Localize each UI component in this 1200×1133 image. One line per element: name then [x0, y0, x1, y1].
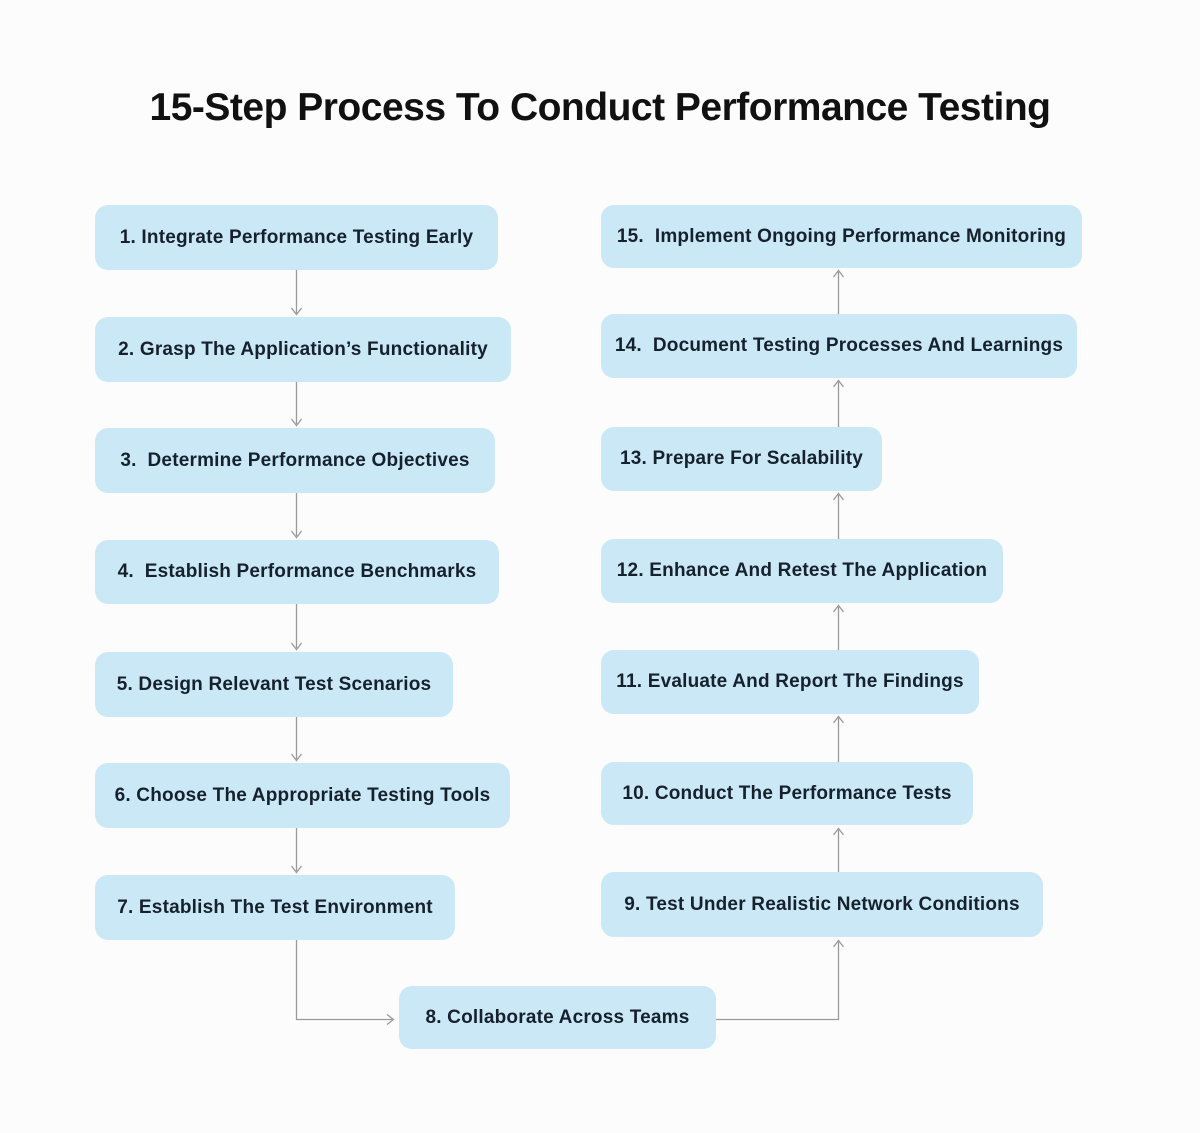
arrow-connector-3-4 [290, 493, 303, 539]
step-box-15: 15. Implement Ongoing Performance Monito… [601, 205, 1082, 268]
arrow-connector-5-6 [290, 717, 303, 762]
step-label-11: 11. Evaluate And Report The Findings [616, 671, 964, 692]
step-label-14: 14. Document Testing Processes And Learn… [614, 335, 1064, 356]
arrow-connector-7-8 [295, 940, 395, 1026]
step-box-5: 5. Design Relevant Test Scenarios [95, 652, 453, 717]
step-box-13: 13. Prepare For Scalability [601, 427, 882, 491]
step-label-12: 12. Enhance And Retest The Application [616, 560, 988, 581]
arrow-connector-13-14 [832, 379, 845, 427]
step-box-2: 2. Grasp The Application’s Functionality [95, 317, 511, 382]
step-box-14: 14. Document Testing Processes And Learn… [601, 314, 1077, 378]
step-label-3: 3. Determine Performance Objectives [120, 449, 470, 471]
arrow-connector-14-15 [832, 269, 845, 314]
step-label-8: 8. Collaborate Across Teams [425, 1006, 690, 1028]
arrow-connector-8-9 [716, 939, 845, 1021]
step-label-5: 5. Design Relevant Test Scenarios [116, 673, 432, 695]
step-box-4: 4. Establish Performance Benchmarks [95, 540, 499, 604]
arrow-connector-6-7 [290, 828, 303, 874]
step-label-6: 6. Choose The Appropriate Testing Tools [114, 784, 491, 806]
arrow-connector-4-5 [290, 604, 303, 651]
step-box-11: 11. Evaluate And Report The Findings [601, 650, 979, 714]
step-label-1: 1. Integrate Performance Testing Early [119, 226, 474, 248]
arrow-connector-12-13 [832, 492, 845, 539]
step-label-13: 13. Prepare For Scalability [619, 448, 863, 469]
step-box-6: 6. Choose The Appropriate Testing Tools [95, 763, 510, 828]
arrow-connector-9-10 [832, 827, 845, 872]
step-label-9: 9. Test Under Realistic Network Conditio… [624, 893, 1020, 915]
step-label-4: 4. Establish Performance Benchmarks [117, 561, 477, 582]
arrow-connector-1-2 [290, 270, 303, 316]
step-label-2: 2. Grasp The Application’s Functionality [118, 338, 488, 360]
step-box-10: 10. Conduct The Performance Tests [601, 762, 973, 825]
page-title: 15-Step Process To Conduct Performance T… [149, 86, 1051, 129]
arrow-connector-2-3 [290, 382, 303, 427]
step-box-8: 8. Collaborate Across Teams [399, 986, 716, 1049]
step-box-3: 3. Determine Performance Objectives [95, 428, 495, 493]
step-box-7: 7. Establish The Test Environment [95, 875, 455, 940]
arrow-connector-11-12 [832, 604, 845, 650]
step-label-7: 7. Establish The Test Environment [117, 896, 433, 918]
step-box-1: 1. Integrate Performance Testing Early [95, 205, 498, 270]
arrow-connector-10-11 [832, 715, 845, 762]
step-label-10: 10. Conduct The Performance Tests [622, 782, 952, 804]
step-label-15: 15. Implement Ongoing Performance Monito… [616, 225, 1067, 247]
step-box-12: 12. Enhance And Retest The Application [601, 539, 1003, 603]
step-box-9: 9. Test Under Realistic Network Conditio… [601, 872, 1043, 937]
